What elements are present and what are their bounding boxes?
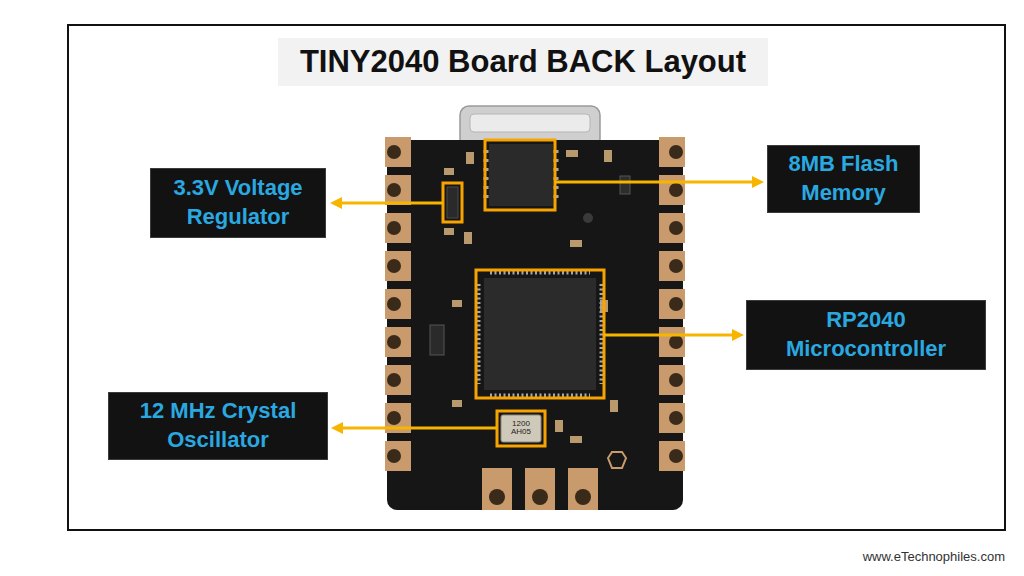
pad-hole <box>489 489 505 505</box>
outer-frame <box>68 25 1005 530</box>
watermark: www.eTechnophiles.com <box>863 549 1005 564</box>
highlight-frame <box>443 183 462 222</box>
pad <box>659 289 685 319</box>
highlight-frame <box>485 140 555 210</box>
smd-part <box>444 168 454 175</box>
pad-hole <box>669 259 683 273</box>
pad <box>659 441 685 471</box>
pad-hole <box>669 411 683 425</box>
pad <box>659 137 685 167</box>
via <box>583 213 593 223</box>
pad-hole <box>387 297 401 311</box>
arrow-head <box>752 176 764 188</box>
label-text: 3.3V Voltage Regulator <box>159 174 317 231</box>
smd-part <box>452 400 462 407</box>
pad-hole <box>387 449 401 463</box>
pad <box>385 213 411 243</box>
smd-part <box>610 400 618 412</box>
pad <box>659 327 685 357</box>
pad-hole <box>387 373 401 387</box>
pad <box>525 468 555 510</box>
smd-part <box>570 436 582 443</box>
pad-hole <box>575 489 591 505</box>
pad-hole <box>669 449 683 463</box>
pad <box>659 175 685 205</box>
pad <box>385 251 411 281</box>
pad <box>659 403 685 433</box>
regulator-chip <box>447 187 458 218</box>
arrow-head <box>732 329 744 341</box>
leader-line <box>340 202 443 205</box>
arrow-head <box>330 197 342 209</box>
flash-chip <box>486 144 556 206</box>
usb-opening <box>470 114 590 132</box>
smd-part <box>566 150 578 157</box>
pad-hole <box>669 145 683 159</box>
pad-hole <box>669 183 683 197</box>
label-box: 12 MHz Crystal Oscillator <box>108 392 328 460</box>
label-text: 12 MHz Crystal Oscillator <box>117 397 319 454</box>
pad <box>568 468 598 510</box>
label-box: 3.3V Voltage Regulator <box>150 168 326 238</box>
pad-hole <box>387 411 401 425</box>
bottom-pads <box>482 468 598 510</box>
pad <box>385 441 411 471</box>
pad <box>659 365 685 395</box>
pcb-board <box>387 140 683 510</box>
highlight-frame <box>497 411 545 446</box>
pad-hole <box>532 489 548 505</box>
pad <box>385 175 411 205</box>
smd-part <box>464 232 472 244</box>
chip-body <box>484 278 596 390</box>
leader-line <box>604 334 734 337</box>
left-pads <box>385 137 411 471</box>
smd-part <box>570 240 582 247</box>
pad <box>385 289 411 319</box>
pad <box>385 137 411 167</box>
leader-line <box>342 427 497 430</box>
pad-hole <box>387 221 401 235</box>
pad <box>482 468 512 510</box>
smd-part <box>444 228 454 235</box>
highlight-frame <box>476 270 604 398</box>
pad-hole <box>669 373 683 387</box>
pad-hole <box>669 221 683 235</box>
pad-hole <box>669 335 683 349</box>
label-box: 8MB Flash Memory <box>767 145 920 213</box>
smd-part <box>452 300 462 307</box>
title-box: TINY2040 Board BACK Layout <box>278 38 768 86</box>
pad <box>659 251 685 281</box>
chip-marking: 1200 AH05 <box>508 420 534 437</box>
smd-part <box>430 325 444 355</box>
pad <box>385 365 411 395</box>
pad-hole <box>387 259 401 273</box>
rp2040-chip <box>478 272 602 396</box>
arrow-head <box>331 422 343 434</box>
highlight-frames <box>443 140 604 446</box>
right-pads <box>659 137 685 471</box>
pad-hole <box>669 297 683 311</box>
board-logo <box>608 452 626 468</box>
smd-part <box>604 150 612 162</box>
chip-body <box>489 144 553 206</box>
label-text: 8MB Flash Memory <box>776 150 911 207</box>
smd-part <box>620 176 630 194</box>
pad-hole <box>387 183 401 197</box>
leader-line <box>555 181 754 184</box>
crystal-body <box>501 415 541 442</box>
pad <box>385 327 411 357</box>
smd-part <box>466 152 474 164</box>
title-text: TINY2040 Board BACK Layout <box>300 44 746 80</box>
smd-part <box>555 420 563 432</box>
pad-hole <box>387 145 401 159</box>
leader-arrows <box>330 176 764 434</box>
label-text: RP2040 Microcontroller <box>755 306 977 363</box>
label-box: RP2040 Microcontroller <box>746 300 986 370</box>
pad-hole <box>387 335 401 349</box>
pad <box>659 213 685 243</box>
